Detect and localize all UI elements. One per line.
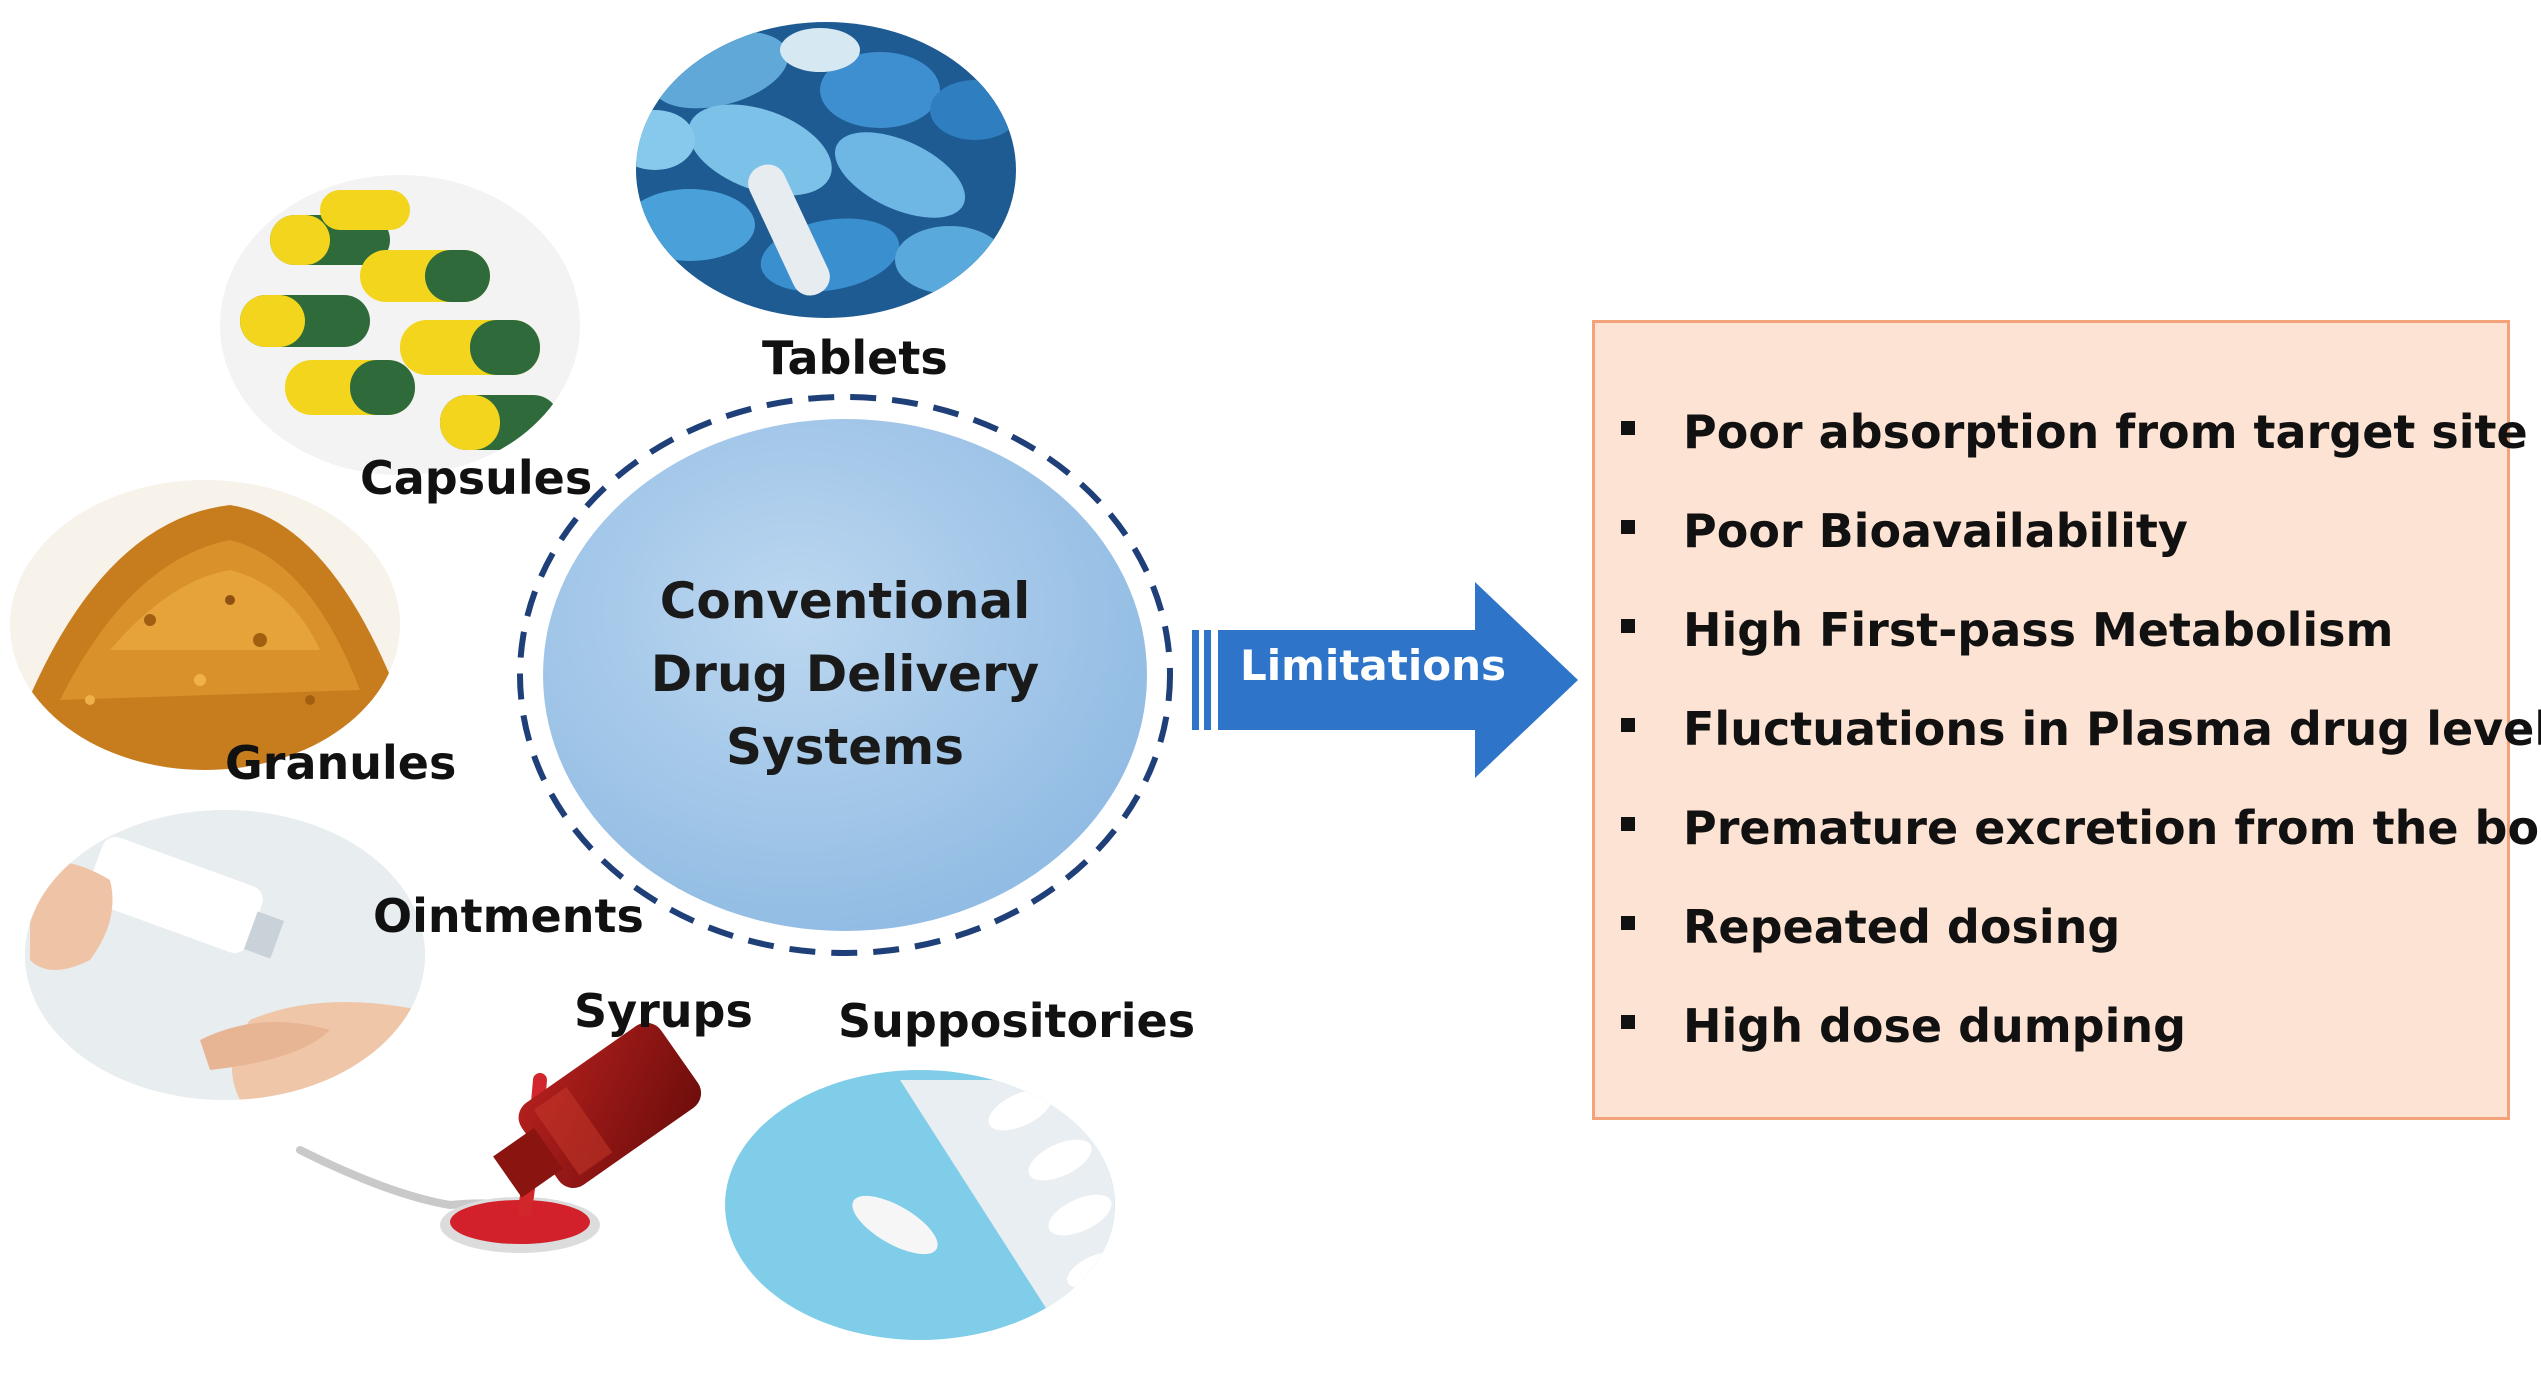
center-disc [543, 419, 1147, 931]
center-title-line-3: Systems [725, 718, 965, 776]
syrups-image [296, 1022, 702, 1253]
arrow-shape [1218, 582, 1578, 778]
syrups-label: Syrups [574, 984, 753, 1038]
bullet-icon [1621, 619, 1635, 633]
center-title-line-2: Drug Delivery [650, 645, 1040, 703]
suppositories-label: Suppositories [838, 994, 1196, 1048]
capsules-image [220, 175, 580, 475]
ointments-label: Ointments [373, 889, 644, 943]
center-dashed-ring [517, 394, 1173, 956]
limitations-arrow-label: Limitations [1240, 641, 1506, 690]
bullet-icon [1621, 421, 1635, 435]
suppositories-image [725, 1070, 1115, 1340]
granules-label: Granules [225, 736, 457, 790]
bullet-icon [1621, 916, 1635, 930]
limitations-arrow [1192, 582, 1578, 778]
bullet-icon [1621, 520, 1635, 534]
center-title: Conventional Drug Delivery Systems [545, 565, 1145, 784]
capsules-label: Capsules [360, 451, 593, 505]
center-circle [517, 394, 1173, 956]
tablets-label: Tablets [762, 331, 948, 385]
granules-image [10, 480, 400, 770]
limitations-box: Poor absorption from target site Poor Bi… [1592, 320, 2541, 1120]
bullet-icon [1621, 817, 1635, 831]
bullet-icon [1621, 1015, 1635, 1029]
bullet-icon [1621, 718, 1635, 732]
ointments-image [25, 810, 425, 1100]
tablets-image [636, 22, 1016, 318]
center-title-line-1: Conventional [659, 572, 1031, 630]
